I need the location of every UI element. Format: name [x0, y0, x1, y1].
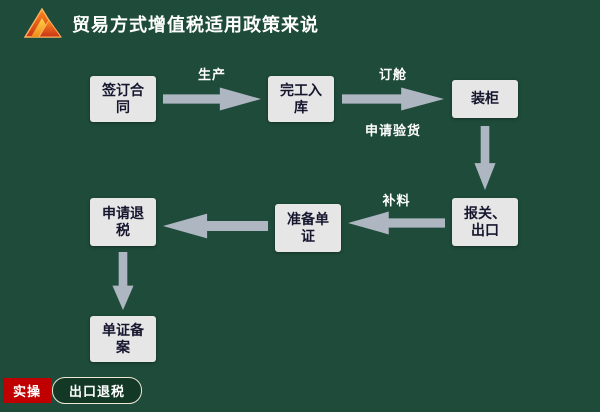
header: 贸易方式增值税适用政策来说 [0, 0, 600, 50]
edge-label-booking: 订舱 [378, 67, 407, 82]
practice-badge: 实操 [3, 378, 52, 403]
topic-pill: 出口退税 [52, 377, 143, 404]
page-title: 贸易方式增值税适用政策来说 [72, 15, 319, 35]
arrow-down-icon [474, 126, 496, 190]
arrow-down-icon [112, 252, 134, 310]
edge-label-supplement: 补料 [382, 193, 411, 208]
flow-node-sign-contract: 签订合 同 [90, 76, 156, 122]
mountain-logo-icon [23, 7, 62, 38]
arrow-left-icon [348, 211, 445, 235]
flow-node-declare-export: 报关、 出口 [452, 198, 518, 246]
flow-node-apply-refund: 申请退 税 [90, 198, 156, 246]
flow-node-finish-warehouse: 完工入 库 [268, 76, 334, 122]
flow-node-doc-record: 单证备 案 [90, 316, 156, 362]
arrow-right-icon [342, 87, 444, 111]
flow-node-load-container: 装柜 [452, 80, 518, 118]
edge-label-inspect: 申请验货 [364, 123, 421, 138]
flow-node-prepare-docs: 准备单 证 [275, 204, 341, 252]
arrow-left-icon [163, 213, 268, 239]
arrow-right-icon [163, 87, 261, 111]
edge-label-produce: 生产 [197, 67, 226, 82]
